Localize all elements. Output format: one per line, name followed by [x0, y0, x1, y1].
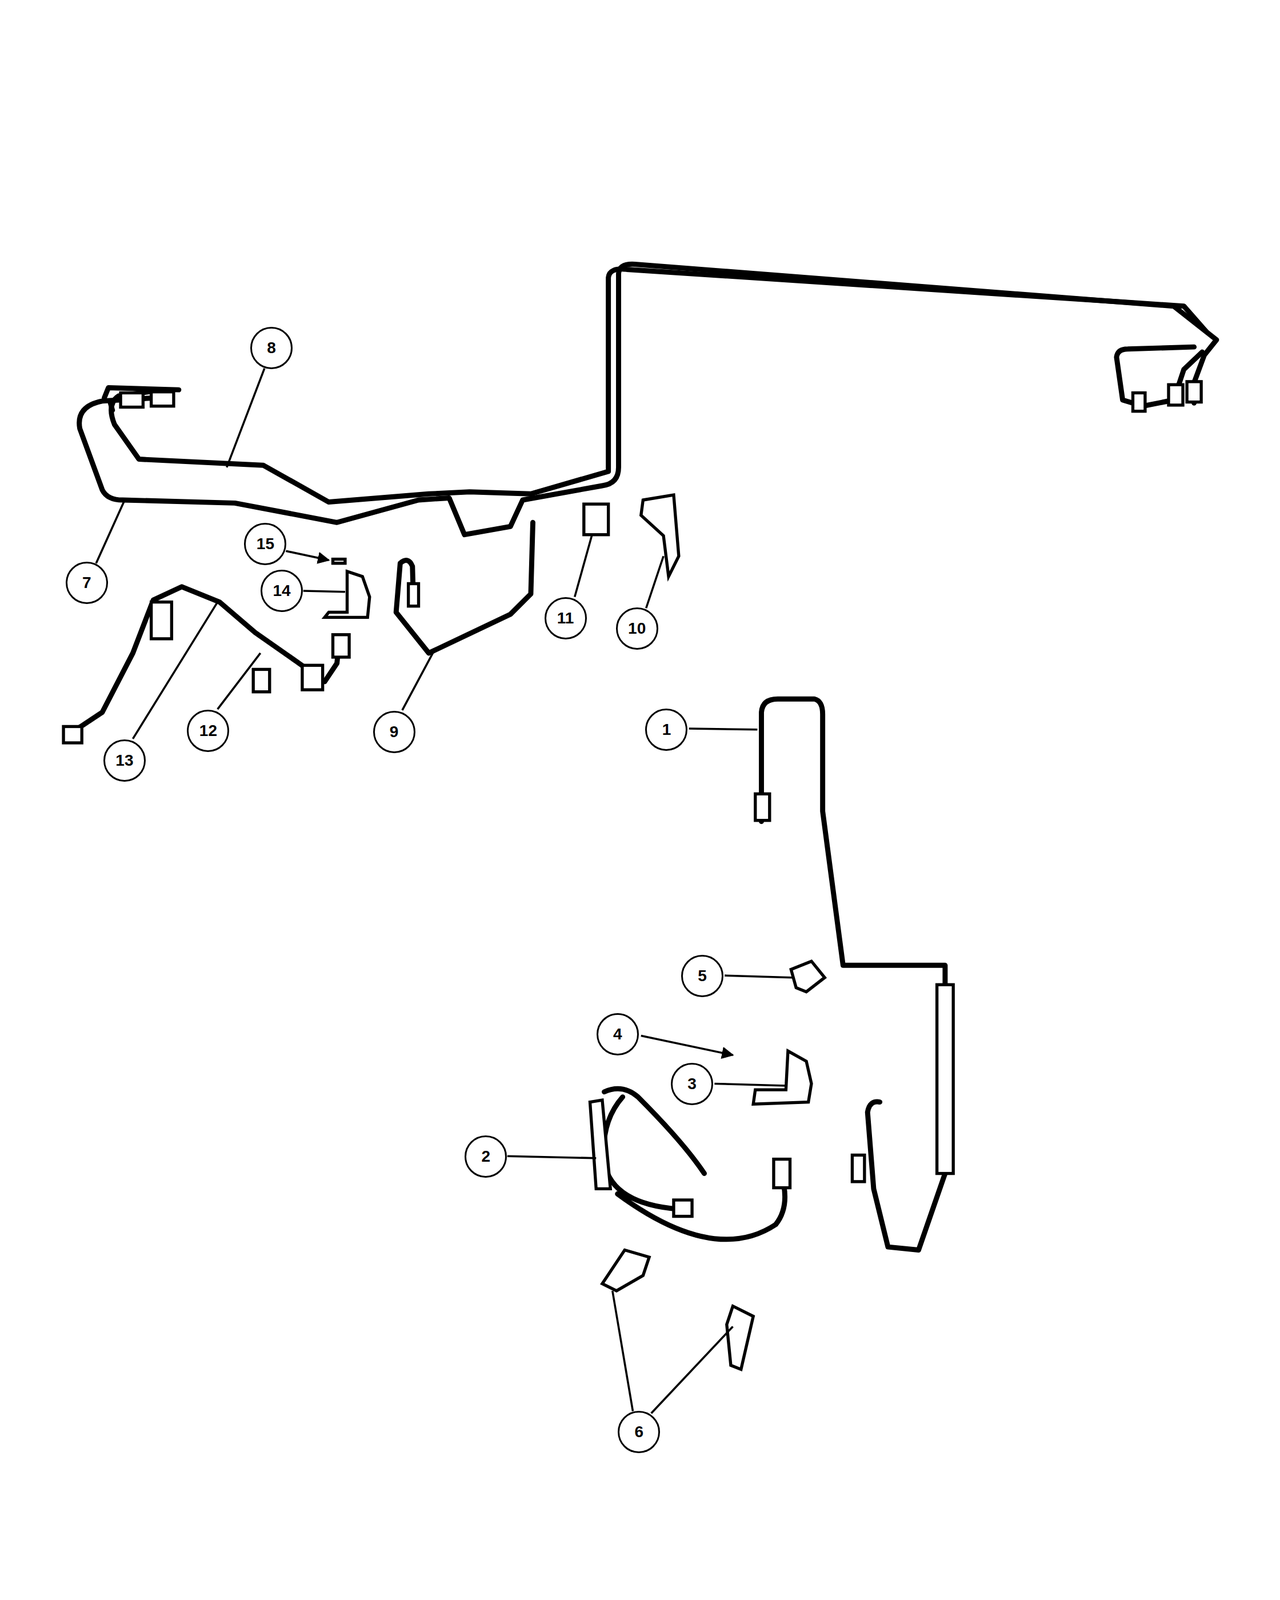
- callout-number: 1: [645, 708, 688, 751]
- callout-number: 12: [186, 709, 230, 752]
- callout-number: 3: [670, 1062, 714, 1106]
- callout-number: 13: [103, 739, 146, 782]
- callout-number: 4: [596, 1013, 639, 1056]
- leader-lines: [96, 368, 792, 1414]
- tube-outline: [71, 264, 1217, 1250]
- callout-number: 9: [373, 710, 416, 754]
- callout-number: 2: [464, 1135, 507, 1178]
- callout-number: 15: [244, 522, 287, 566]
- callout-number: 8: [250, 326, 293, 370]
- callout-number: 6: [617, 1410, 660, 1454]
- fitting-parts: [63, 381, 1202, 1370]
- callout-number: 11: [544, 597, 587, 640]
- callout-number: 7: [65, 561, 108, 604]
- callout-number: 14: [260, 569, 303, 612]
- callout-number: 10: [616, 607, 659, 650]
- callout-number: 5: [681, 954, 724, 998]
